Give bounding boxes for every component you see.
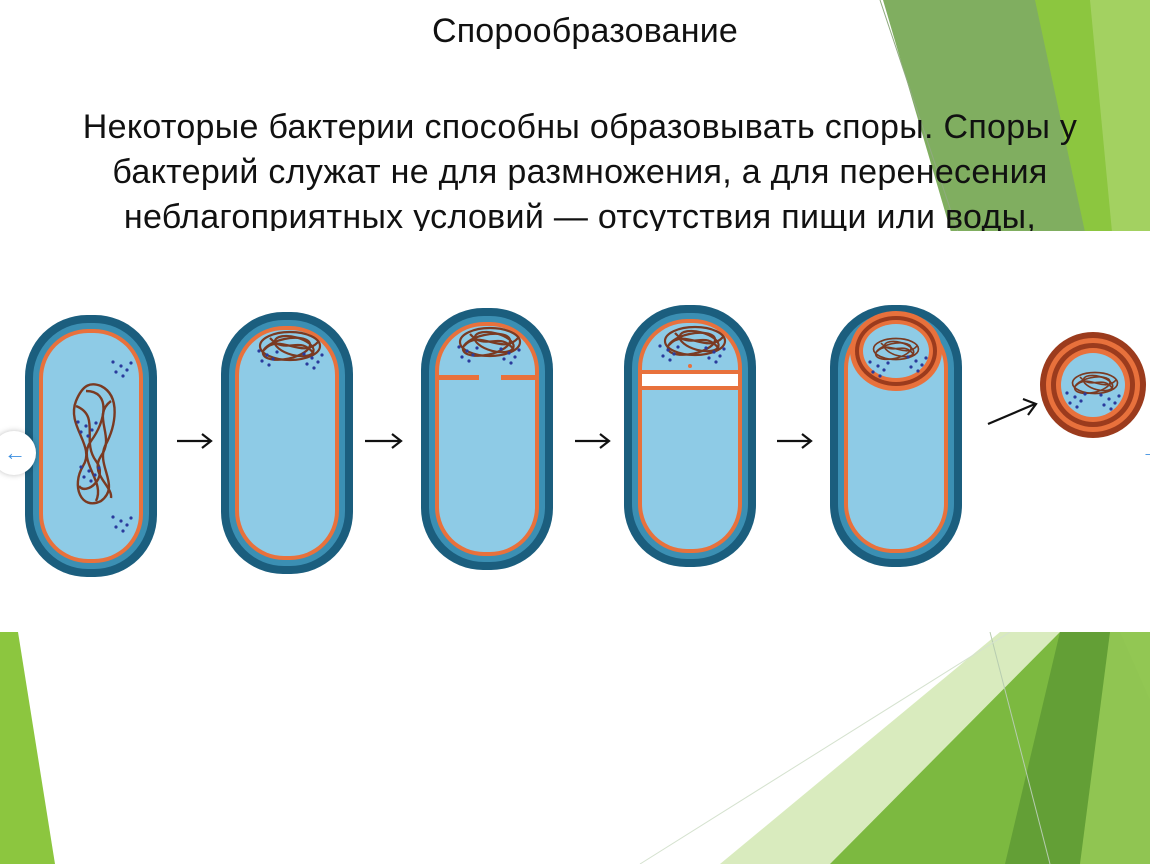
body-text-container: Некоторые бактерии способны образовывать… bbox=[0, 96, 1150, 231]
cell-stage-1 bbox=[25, 315, 157, 577]
arrow-left-icon: ← bbox=[4, 440, 26, 465]
next-slide-button[interactable]: → bbox=[1141, 444, 1150, 458]
arrow-right-icon: → bbox=[1141, 444, 1150, 458]
free-spore bbox=[1040, 332, 1146, 438]
sporulation-figure bbox=[0, 231, 1150, 632]
deco-left-green-shard bbox=[0, 632, 55, 864]
process-arrow-2 bbox=[365, 433, 403, 449]
cell-stage-2 bbox=[221, 312, 353, 574]
cell-stage-4 bbox=[624, 305, 756, 567]
process-arrow-3 bbox=[575, 433, 611, 449]
cell-stage-5 bbox=[830, 305, 962, 567]
sporulation-diagram bbox=[25, 305, 1146, 577]
process-arrow-1 bbox=[177, 433, 213, 449]
process-arrow-5 bbox=[987, 397, 1038, 426]
deco-line-top bbox=[879, 0, 959, 233]
dna-nucleoid bbox=[72, 383, 116, 505]
slide-title: Спорообразование bbox=[431, 12, 739, 50]
process-arrow-4 bbox=[777, 433, 813, 449]
deco-line-bottom-2 bbox=[639, 631, 1011, 864]
cell-stage-3 bbox=[421, 308, 553, 570]
deco-light-green-band-top bbox=[1090, 0, 1150, 232]
previous-slide-button[interactable]: ← bbox=[0, 431, 36, 475]
deco-light-green-right-strip bbox=[1080, 632, 1150, 864]
deco-line-bottom-1 bbox=[989, 631, 1051, 864]
body-text: Некоторые бактерии способны образовывать… bbox=[82, 108, 1078, 231]
